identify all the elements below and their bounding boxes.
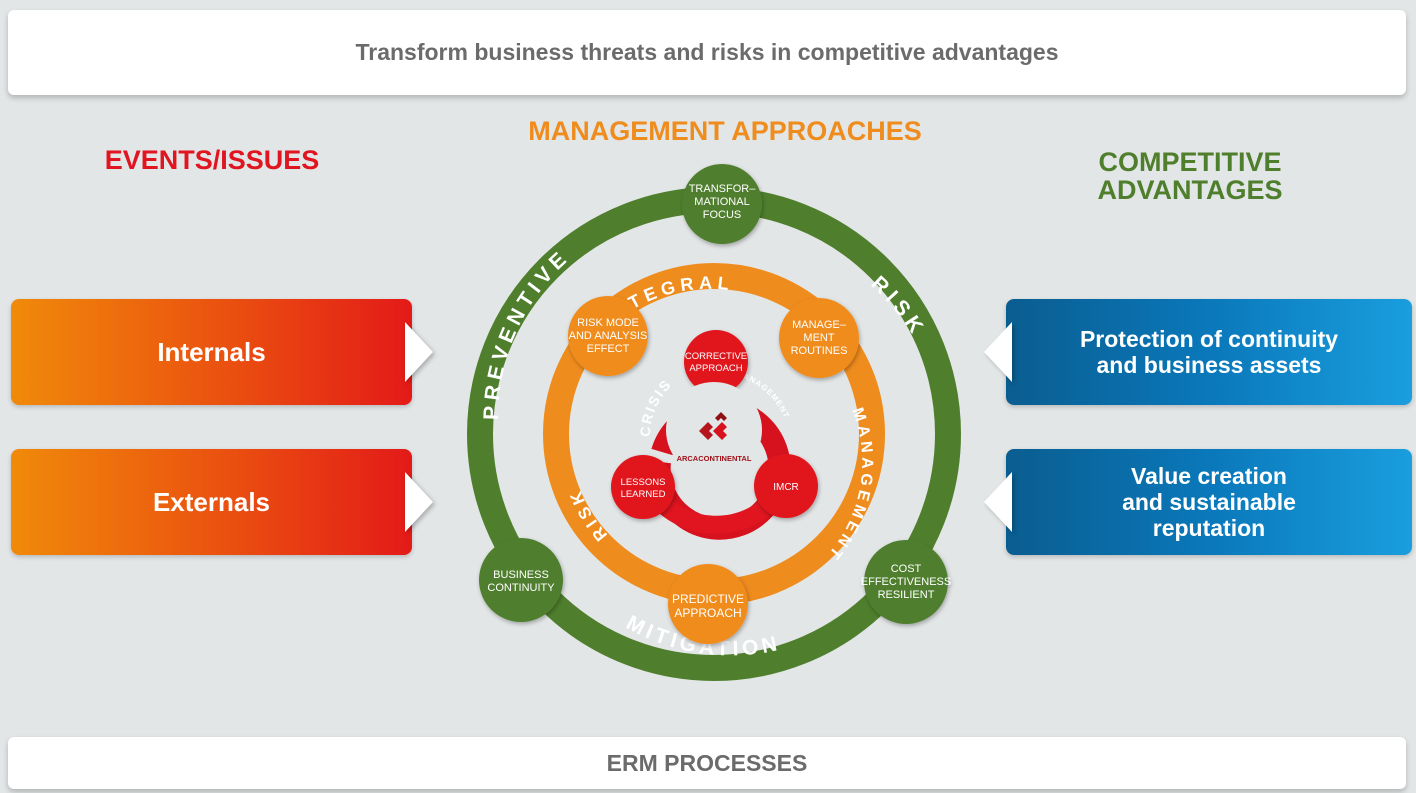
svg-text:AND ANALYSIS: AND ANALYSIS <box>569 330 648 342</box>
svg-text:IMCR: IMCR <box>773 482 799 493</box>
cost-effectiveness-node: COST EFFECTIVENESS RESILIENT <box>861 540 951 624</box>
predictive-approach-node: PREDICTIVE APPROACH <box>668 564 748 644</box>
internals-box: Internals <box>11 299 412 405</box>
value-creation-box: Value creation and sustainable reputatio… <box>1006 449 1412 555</box>
value-line-1: Value creation <box>1131 463 1287 490</box>
bottom-banner: ERM PROCESSES <box>8 737 1406 789</box>
internals-label: Internals <box>157 336 266 367</box>
arca-continental-logo: ARCACONTINENTAL <box>666 382 762 478</box>
lessons-learned-node: LESSONS LEARNED <box>611 455 675 519</box>
management-approaches-heading: MANAGEMENT APPROACHES <box>528 116 922 146</box>
svg-text:MANAGE–: MANAGE– <box>792 319 847 331</box>
svg-text:MATIONAL: MATIONAL <box>694 196 749 208</box>
externals-label: Externals <box>152 486 271 517</box>
top-banner-text: Transform business threats and risks in … <box>355 39 1059 65</box>
arrow-left-icon <box>984 472 1012 532</box>
events-issues-heading: EVENTS/ISSUES <box>104 145 320 175</box>
svg-text:COST: COST <box>891 563 922 575</box>
svg-text:ARCACONTINENTAL: ARCACONTINENTAL <box>677 454 752 463</box>
management-routines-node: MANAGE– MENT ROUTINES <box>779 298 859 378</box>
top-banner: Transform business threats and risks in … <box>8 10 1406 95</box>
svg-text:CONTINUITY: CONTINUITY <box>487 582 555 594</box>
transformational-focus-node: TRANSFOR– MATIONAL FOCUS <box>682 164 762 244</box>
protection-label: Protection of continuity and business as… <box>1040 326 1378 378</box>
value-line-2: and sustainable <box>1122 489 1296 515</box>
competitive-heading-line-2: ADVANTAGES <box>1097 175 1283 206</box>
bottom-banner-text: ERM PROCESSES <box>606 749 808 776</box>
svg-text:PREDICTIVE: PREDICTIVE <box>672 592 744 606</box>
protection-box: Protection of continuity and business as… <box>1006 299 1412 405</box>
risk-mode-analysis-node: RISK MODE AND ANALYSIS EFFECT <box>568 296 648 376</box>
value-creation-label: Value creation and sustainable reputatio… <box>1082 463 1336 541</box>
arrow-left-icon <box>984 322 1012 382</box>
erm-ring-diagram: PREVENTIVE RISK MITIGATION INTEGRAL RISK… <box>467 164 961 681</box>
protection-line-2: and business assets <box>1096 352 1322 378</box>
svg-text:RISK MODE: RISK MODE <box>577 317 639 329</box>
business-continuity-node: BUSINESS CONTINUITY <box>479 538 563 622</box>
svg-text:EFFECT: EFFECT <box>587 343 630 355</box>
svg-text:EFFECTIVENESS: EFFECTIVENESS <box>861 576 951 588</box>
svg-text:APPROACH: APPROACH <box>689 363 742 374</box>
svg-text:RESILIENT: RESILIENT <box>878 589 935 601</box>
svg-text:CORRECTIVE: CORRECTIVE <box>685 351 747 362</box>
svg-text:LESSONS: LESSONS <box>621 477 666 488</box>
corrective-approach-node: CORRECTIVE APPROACH <box>684 330 748 394</box>
svg-text:ROUTINES: ROUTINES <box>791 345 848 357</box>
svg-text:APPROACH: APPROACH <box>674 606 741 620</box>
protection-line-1: Protection of continuity <box>1079 326 1339 353</box>
competitive-heading-line-1: COMPETITIVE <box>1098 147 1282 177</box>
svg-text:MENT: MENT <box>803 332 834 344</box>
svg-text:FOCUS: FOCUS <box>703 209 742 221</box>
value-line-3: reputation <box>1152 514 1266 541</box>
arrow-right-icon <box>405 322 433 382</box>
imcr-node: IMCR <box>754 454 818 518</box>
svg-text:BUSINESS: BUSINESS <box>493 569 549 581</box>
svg-text:TRANSFOR–: TRANSFOR– <box>689 183 757 195</box>
externals-box: Externals <box>11 449 412 555</box>
arrow-right-icon <box>405 472 433 532</box>
competitive-advantages-heading: COMPETITIVE ADVANTAGES <box>1040 148 1340 205</box>
svg-text:LEARNED: LEARNED <box>621 489 666 500</box>
